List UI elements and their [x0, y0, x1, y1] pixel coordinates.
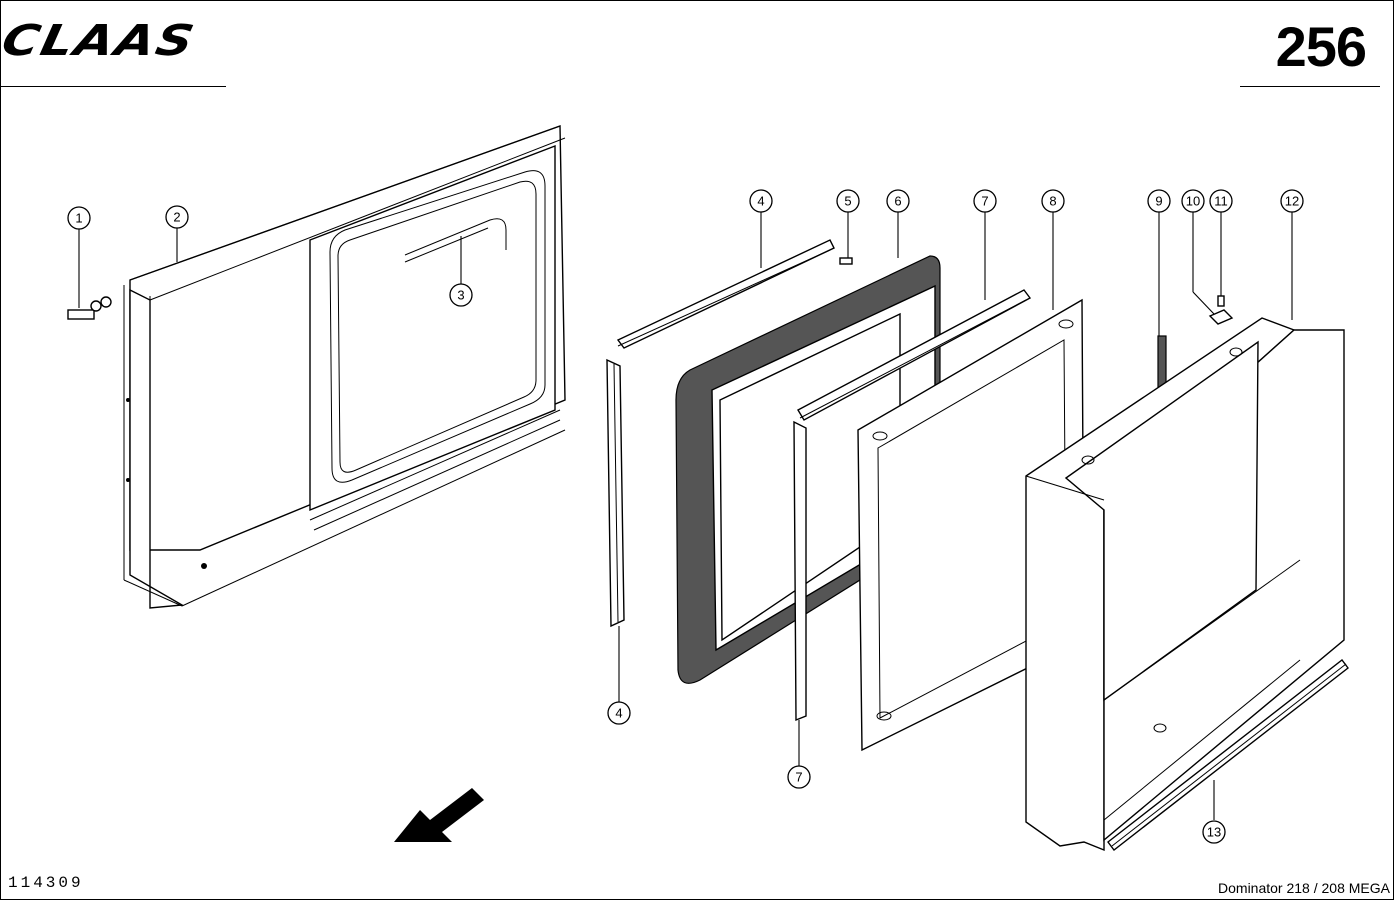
plate-part-10 [1208, 309, 1234, 325]
side-panel-part-2 [123, 125, 566, 609]
callout-10: 10 [1181, 189, 1205, 213]
callout-label: 4 [615, 706, 622, 721]
callout-label: 11 [1214, 194, 1228, 209]
callout-11: 11 [1209, 189, 1233, 213]
callout-5: 5 [836, 189, 860, 213]
callout-label: 4 [757, 194, 764, 209]
callout-7-bottom: 7 [787, 765, 811, 789]
direction-arrow [394, 788, 484, 842]
angle-strip-part-7-lower [793, 420, 807, 722]
callout-4-top: 4 [749, 189, 773, 213]
callout-12: 12 [1280, 189, 1304, 213]
callout-label: 9 [1155, 194, 1162, 209]
callout-6: 6 [886, 189, 910, 213]
callout-label: 8 [1049, 194, 1056, 209]
callout-label: 6 [894, 194, 901, 209]
page-number-underline [1240, 86, 1380, 87]
callout-leaders [78, 212, 1293, 820]
callout-label: 10 [1186, 194, 1200, 209]
callout-label: 12 [1285, 194, 1299, 209]
callout-4-bottom: 4 [607, 701, 631, 725]
illustration-code: 114309 [8, 874, 84, 892]
callout-1: 1 [67, 206, 91, 230]
callout-9: 9 [1147, 189, 1171, 213]
housing-part-12 [1025, 317, 1345, 852]
angle-strip-part-7-upper [797, 289, 1032, 421]
callout-label: 7 [981, 194, 988, 209]
model-name: Dominator 218 / 208 MEGA [1218, 880, 1390, 896]
callout-8: 8 [1041, 189, 1065, 213]
callout-label: 5 [844, 194, 851, 209]
bolt-part-1 [67, 296, 112, 320]
screw-part-11 [1217, 295, 1225, 307]
angle-strip-part-4-upper [616, 239, 835, 349]
callout-label: 7 [795, 770, 802, 785]
callout-label: 13 [1207, 825, 1221, 840]
bottom-angle-part-13 [1107, 659, 1349, 851]
page-number: 256 [1275, 15, 1367, 78]
angle-strip-part-4-lower [606, 358, 625, 628]
callout-2: 2 [165, 205, 189, 229]
callout-7-top: 7 [973, 189, 997, 213]
callout-label: 3 [457, 288, 464, 303]
callout-3: 3 [449, 283, 473, 307]
callout-label: 1 [75, 211, 82, 226]
callout-label: 2 [173, 210, 180, 225]
screw-part-5 [839, 257, 853, 265]
callout-13: 13 [1202, 820, 1226, 844]
logo-underline [0, 86, 226, 87]
